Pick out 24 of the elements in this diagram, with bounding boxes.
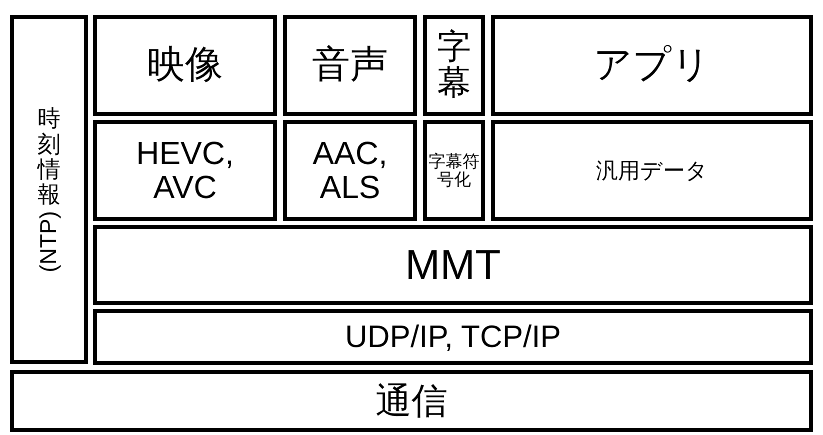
layer-box: [93, 309, 813, 365]
layer-label: 字幕符号化: [428, 152, 480, 188]
layer-label: HEVC, AVC: [135, 136, 235, 204]
layer-box: [423, 15, 485, 116]
layer-box: [93, 15, 277, 116]
layer-label: UDP/IP, TCP/IP: [345, 320, 561, 354]
layer-box: [423, 120, 485, 221]
layer-label: 字幕: [436, 30, 472, 102]
vertical-label: 時刻情報(NTP): [36, 106, 62, 273]
layer-box: [93, 225, 813, 305]
layer-label: 映像: [147, 46, 223, 86]
layer-box: [10, 15, 88, 364]
layer-label: 汎用データ: [596, 158, 708, 182]
layer-box: [283, 15, 417, 116]
layer-box: [93, 120, 277, 221]
layer-label: 音声: [312, 46, 388, 86]
layer-box: [491, 120, 813, 221]
layer-box: [283, 120, 417, 221]
layer-box: [491, 15, 813, 116]
layer-label: MMT: [405, 242, 501, 288]
layer-box: [10, 370, 813, 432]
layer-label: 通信: [376, 382, 448, 420]
layer-label: AAC, ALS: [312, 136, 388, 204]
layer-label: アプリ: [594, 46, 710, 86]
